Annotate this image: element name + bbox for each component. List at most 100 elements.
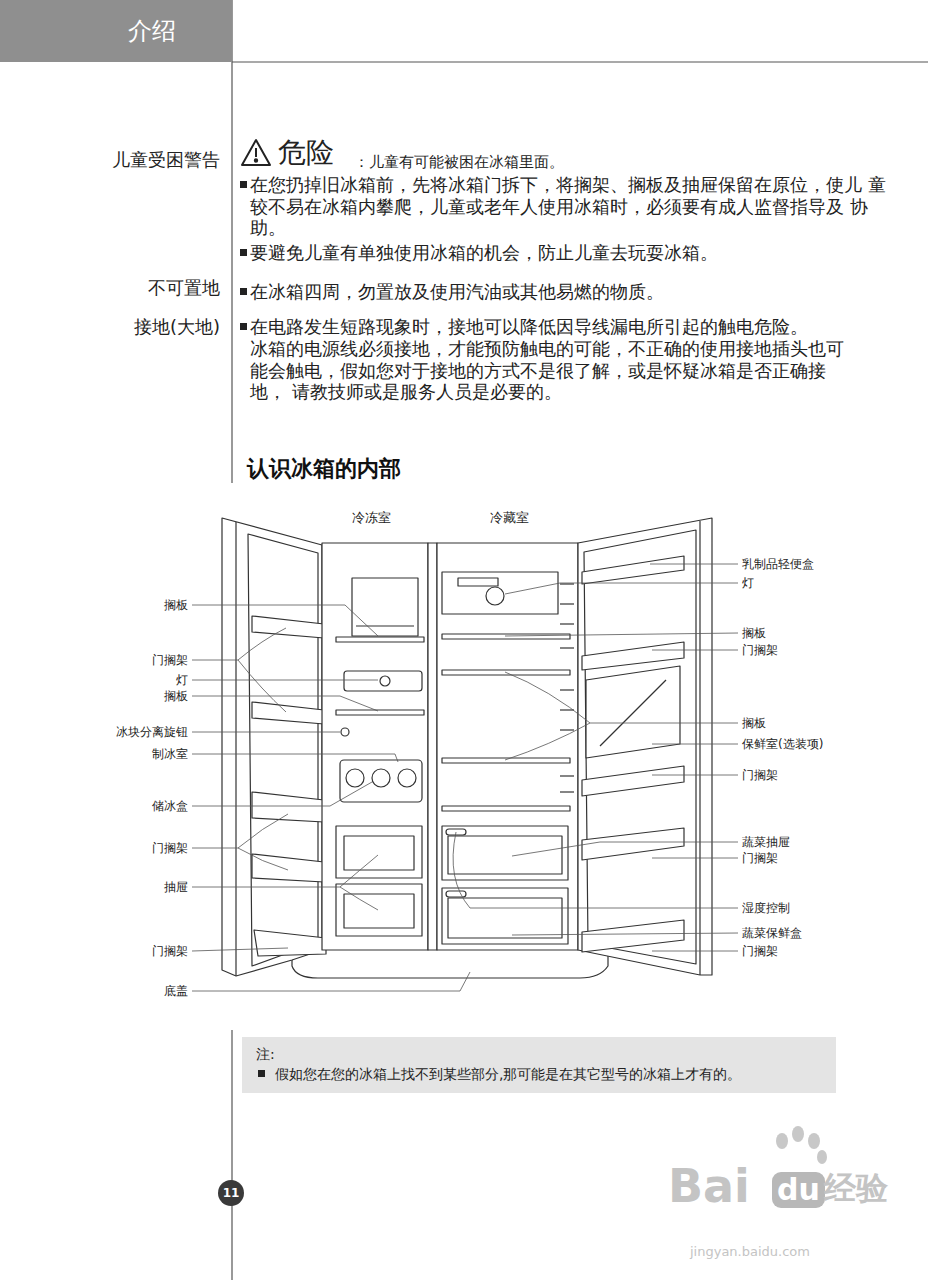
watermark-paw — [792, 1126, 804, 1142]
leader-line — [238, 660, 286, 712]
note-heading: 注: — [256, 1044, 822, 1064]
shelf-support — [560, 709, 574, 710]
rule-line — [232, 0, 928, 1280]
leader-line — [192, 855, 378, 887]
drawer — [344, 836, 414, 870]
page-number-text: 11 — [223, 1186, 240, 1200]
control-panel — [458, 578, 498, 586]
left-door — [248, 534, 318, 966]
bullet-square — [240, 249, 247, 256]
watermark: Bai — [668, 1160, 750, 1212]
leader-line — [505, 723, 590, 760]
shelf-support — [560, 775, 574, 776]
leader-line — [512, 933, 738, 935]
part-label: 制冰室 — [152, 746, 188, 762]
ice-knob — [341, 728, 349, 736]
crisper-drawer — [442, 826, 568, 880]
leader-line — [652, 775, 738, 776]
leader-line — [505, 672, 738, 723]
section-heading: 儿童受困警告 — [112, 149, 220, 171]
part-label: 搁板 — [742, 625, 766, 641]
shelf — [336, 637, 424, 642]
shelf-support — [560, 729, 574, 730]
leader-line — [650, 564, 738, 565]
leader-line — [652, 650, 738, 651]
door-bin — [582, 556, 684, 584]
rule-line — [231, 1030, 232, 1280]
rule-line — [231, 0, 232, 483]
drawer — [336, 884, 422, 936]
door-bin — [254, 930, 326, 956]
freezer-cavity — [322, 543, 428, 950]
bullet-square — [240, 323, 247, 330]
watermark-paw — [808, 1133, 820, 1149]
warning-text: 在您扔掉旧冰箱前，先将冰箱门拆下，将搁架、搁板及抽屉保留在原位，使儿 童较不易在… — [250, 174, 890, 239]
leader-line — [192, 732, 340, 733]
leader-line — [340, 887, 378, 910]
leader-line — [238, 848, 288, 870]
door-bin — [582, 920, 684, 952]
leader-line — [652, 951, 738, 952]
warning-icon — [242, 140, 270, 165]
door-bin — [252, 702, 324, 724]
section-title: 认识冰箱的内部 — [247, 455, 401, 483]
part-label: 门搁架 — [742, 850, 778, 866]
watermark-paw — [776, 1133, 788, 1149]
leader-line — [652, 744, 738, 745]
bullet-square — [240, 181, 247, 330]
shelf — [442, 758, 570, 763]
right-door — [584, 530, 696, 964]
warning-icon — [255, 159, 257, 161]
leader-line — [192, 605, 378, 636]
bullet-square — [240, 181, 247, 188]
leader-line — [192, 972, 470, 991]
leader-line — [192, 564, 738, 991]
leader-line — [192, 696, 378, 711]
danger-word: 危险 — [278, 137, 334, 169]
ice-maker — [340, 760, 422, 802]
shelf-support — [560, 791, 574, 792]
refrigerator-illustration — [222, 518, 712, 978]
leader-line — [192, 814, 288, 848]
part-label: 搁板 — [164, 688, 188, 704]
section-heading: 接地(大地) — [134, 316, 220, 338]
door-bin — [582, 766, 684, 796]
crisper-drawer — [442, 888, 568, 944]
part-label: 蔬菜保鲜盒 — [742, 925, 802, 941]
bullet-square — [240, 288, 247, 295]
crisper-drawer — [448, 836, 562, 874]
part-label: 门搁架 — [152, 840, 188, 856]
leader-line — [505, 633, 738, 636]
fresh-box — [600, 680, 666, 746]
leader-line — [192, 754, 398, 762]
note-box: 注:假如您在您的冰箱上找不到某些部分,那可能是在其它型号的冰箱上才有的。 — [242, 1037, 836, 1093]
header-band: 介绍 — [0, 0, 232, 62]
page-number: 11 — [218, 1180, 244, 1206]
warning-text: 在冰箱四周，勿置放及使用汽油或其他易燃的物质。 — [250, 281, 890, 303]
part-label: 湿度控制 — [742, 900, 790, 916]
shelf — [442, 634, 570, 639]
ice-dispenser — [356, 625, 414, 626]
part-label: 储冰盒 — [152, 798, 188, 814]
ice-maker — [372, 769, 390, 787]
drawer — [336, 826, 422, 878]
part-label: 底盖 — [164, 983, 188, 999]
leader-line — [192, 782, 372, 806]
leader-line — [505, 583, 738, 594]
header-text: 介绍 — [128, 15, 232, 47]
part-label: 灯 — [742, 575, 754, 591]
left-door — [222, 518, 322, 976]
left-door — [235, 522, 236, 976]
part-label: 灯 — [176, 672, 188, 688]
warning-text: 在电路发生短路现象时，接地可以降低因导线漏电所引起的触电危险。 — [250, 316, 890, 338]
door-bin — [582, 828, 684, 860]
part-label: 搁板 — [164, 597, 188, 613]
warning-text: 要避免儿童有单独使用冰箱的机会，防止儿童去玩耍冰箱。 — [250, 242, 890, 264]
bullet-row: 假如您在您的冰箱上找不到某些部分,那可能是在其它型号的冰箱上才有的。 — [256, 1064, 822, 1084]
shelf-support — [560, 623, 574, 624]
danger-text: ：儿童有可能被困在冰箱里面。 — [354, 152, 564, 172]
rule-line — [232, 61, 928, 62]
shelf — [442, 806, 570, 811]
shelf — [336, 710, 424, 715]
